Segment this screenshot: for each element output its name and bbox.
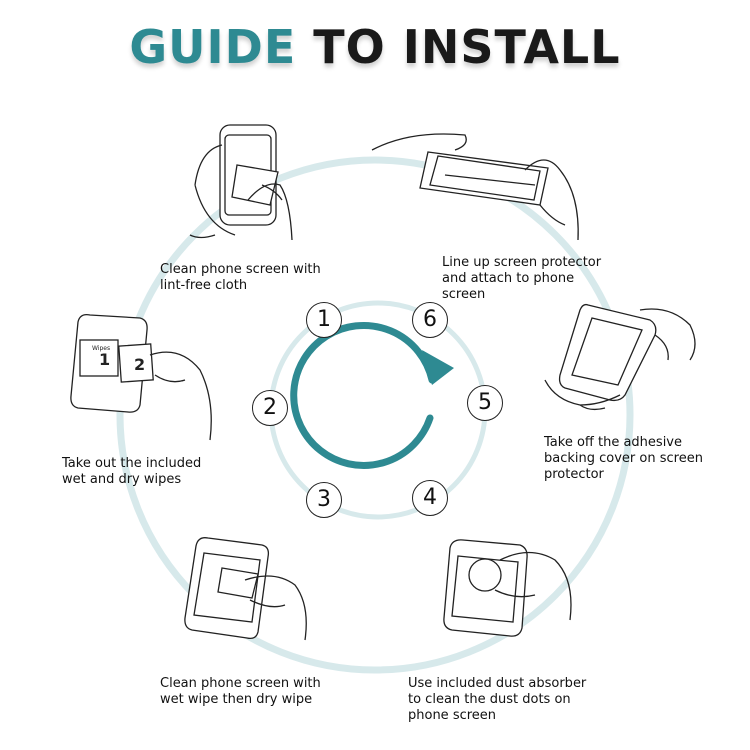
step3-illustration — [184, 537, 307, 641]
step-number-5: 5 — [467, 385, 503, 421]
step-number-2: 2 — [252, 390, 288, 426]
step5-illustration — [544, 303, 696, 411]
step-number-6: 6 — [412, 302, 448, 338]
step-number-3: 3 — [306, 482, 342, 518]
page-title: GUIDE TO INSTALL — [0, 20, 750, 74]
step-caption-4: Use included dust absorber to clean the … — [408, 676, 587, 723]
step1-illustration — [189, 124, 293, 241]
step-caption-3: Clean phone screen with wet wipe then dr… — [160, 676, 321, 707]
step2-illustration: 1 2 Wipes — [70, 314, 212, 441]
title-accent: GUIDE — [129, 20, 297, 74]
inner-ring — [268, 300, 488, 520]
wipe-dry-number: 2 — [134, 355, 145, 374]
step-caption-5: Take off the adhesive backing cover on s… — [544, 435, 703, 482]
step-number-4: 4 — [412, 480, 448, 516]
step-caption-2: Take out the included wet and dry wipes — [62, 456, 202, 487]
cycle-arrow-head-icon — [422, 350, 454, 385]
step6-illustration — [371, 133, 579, 241]
step-caption-1: Clean phone screen with lint-free cloth — [160, 262, 321, 293]
step4-illustration — [443, 539, 572, 637]
step-caption-6: Line up screen protector and attach to p… — [442, 255, 602, 302]
step-number-1: 1 — [306, 302, 342, 338]
title-rest: TO INSTALL — [313, 20, 621, 74]
cycle-arrow-path — [290, 322, 436, 469]
wipe-wet-number: 1 — [99, 350, 110, 369]
outer-ring — [116, 156, 634, 674]
wipe-label: Wipes — [92, 345, 110, 352]
